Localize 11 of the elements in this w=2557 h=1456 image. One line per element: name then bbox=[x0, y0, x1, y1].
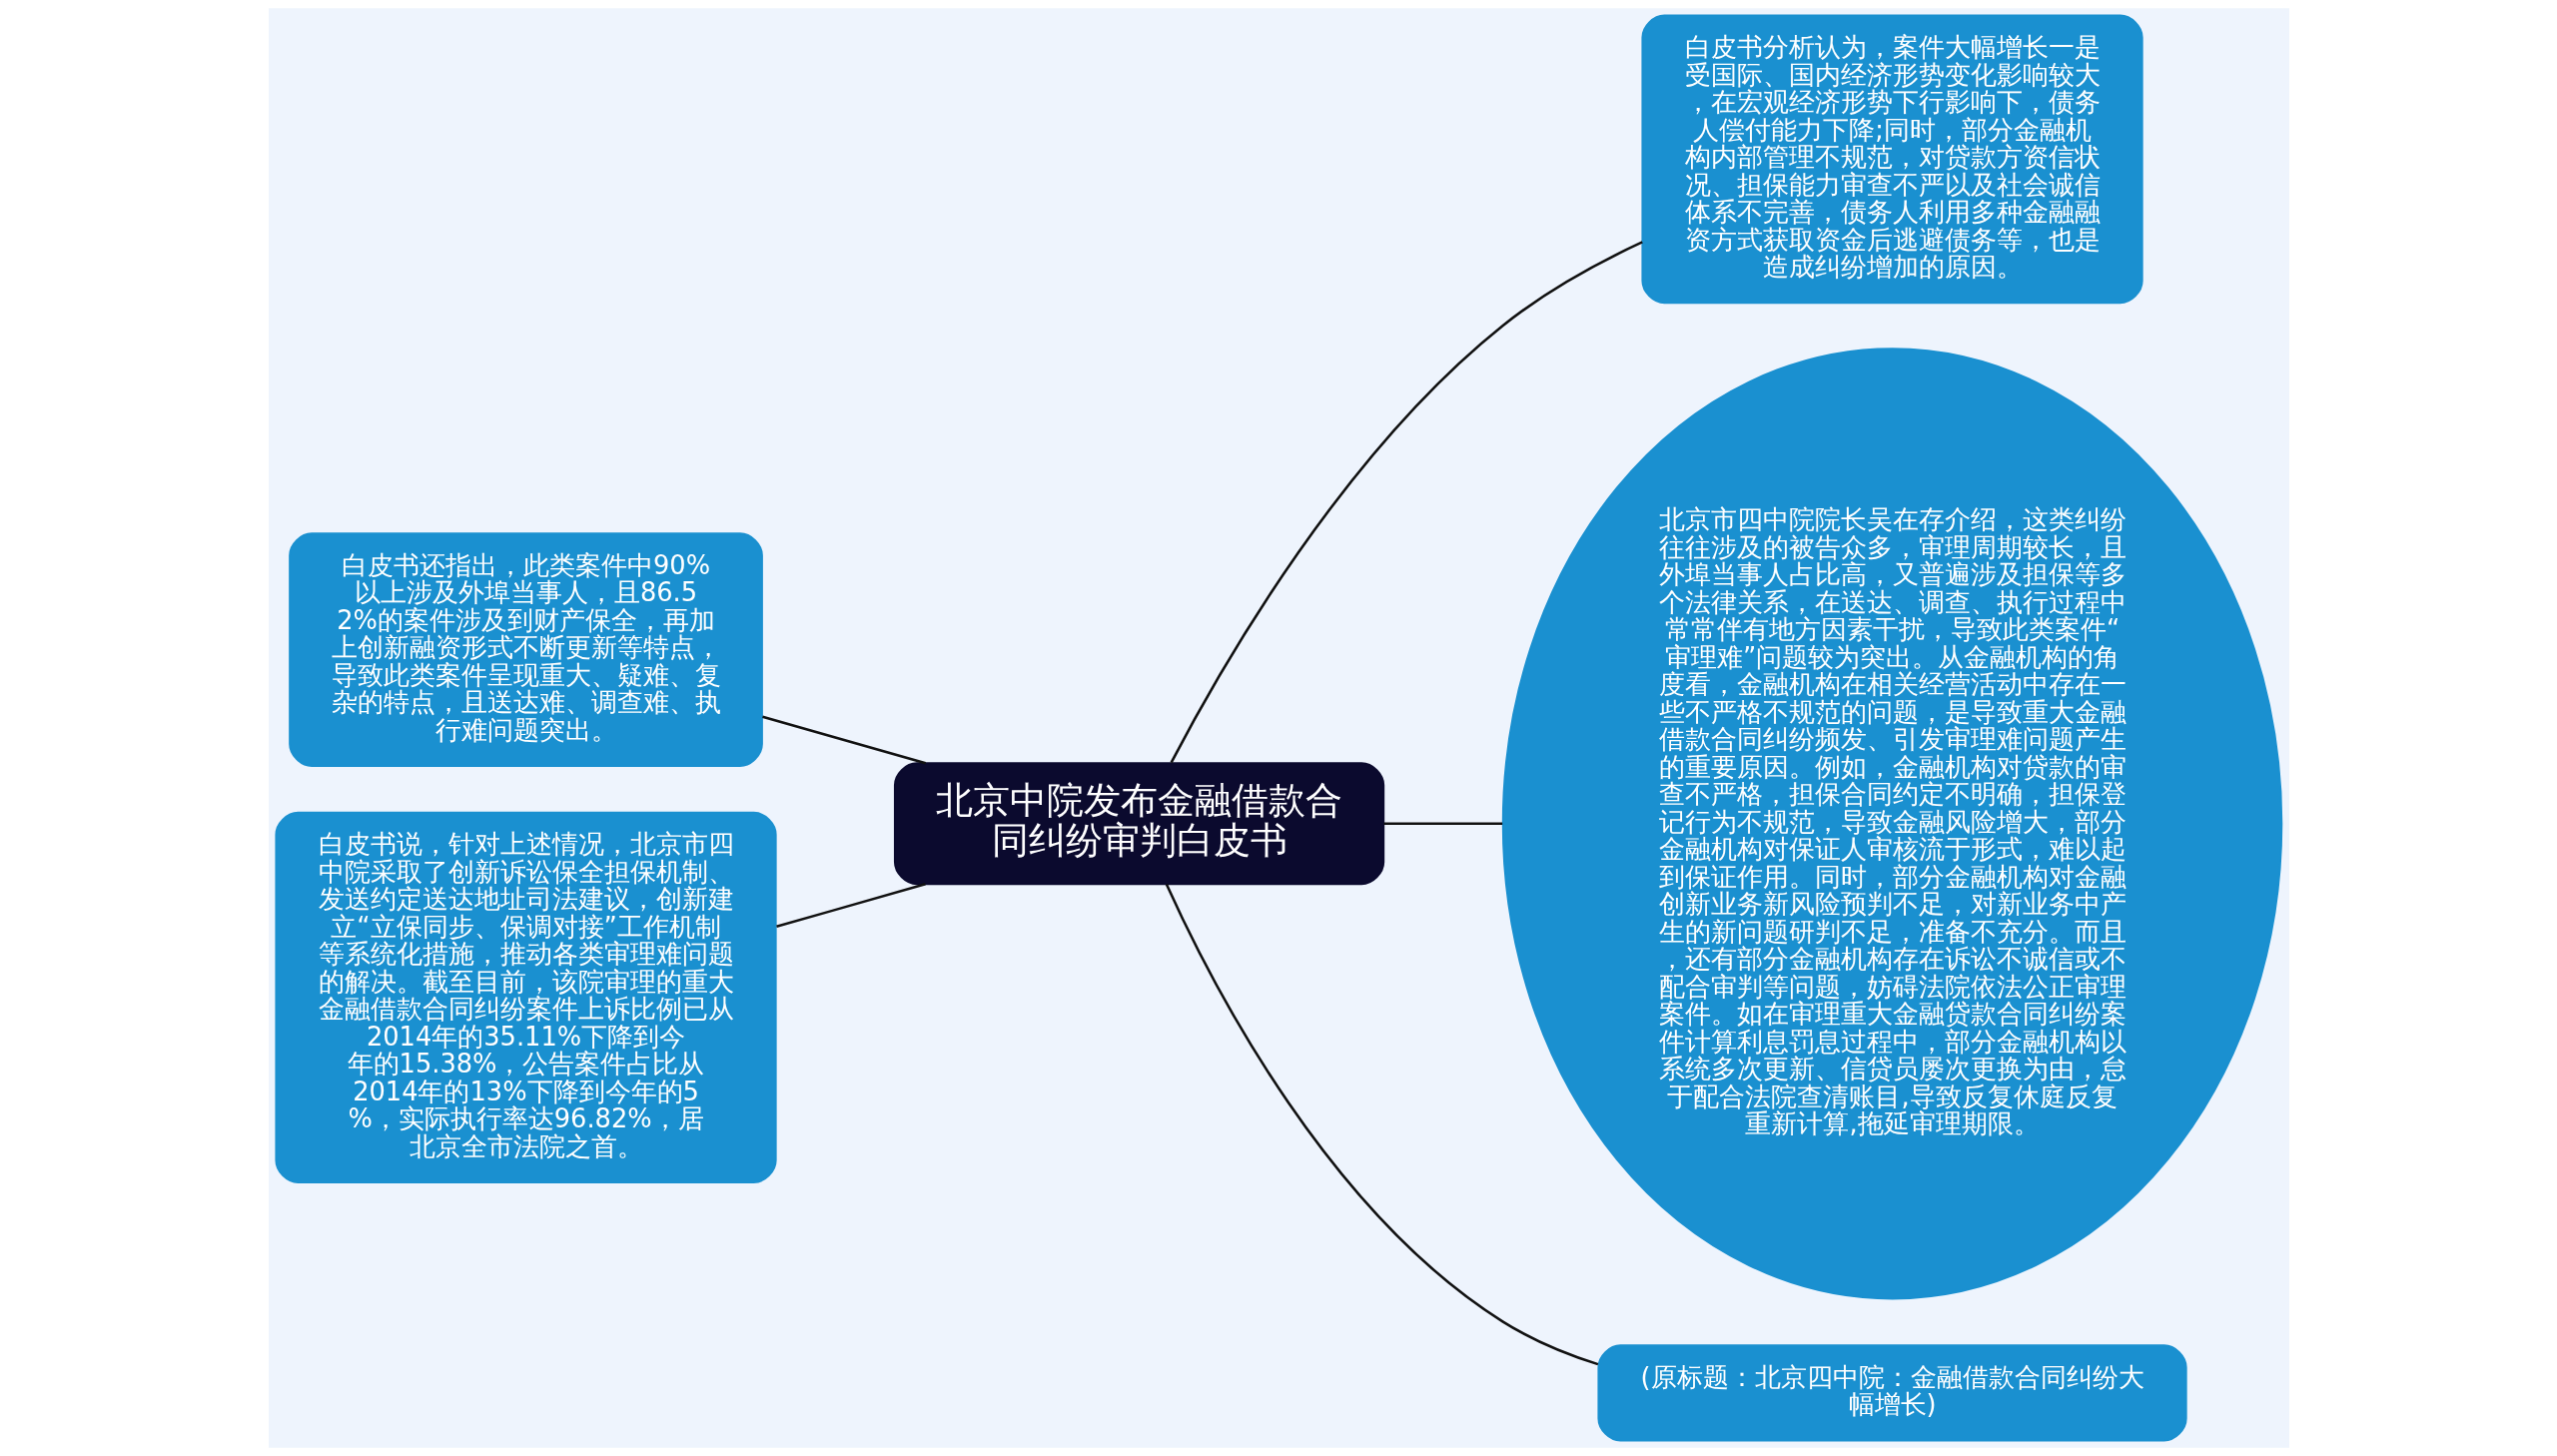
node-box: 白皮书说，针对上述情况，北京市四中院采取了创新诉讼保全担保机制、发送约定送达地址司法建议，创新建立“立保同步、保调对接”工作机制等系统化措施，推动各类审理难问题的解决。截至目前，该院审理的重大金融借款合同纠纷案件上诉比例已从2014年的35.11%下降到今年的15.38%，公告案件占比从2014年的13%下降到今年的5%，实际执行率达96.82%，居北京全市法院之首。 bbox=[274, 811, 777, 1183]
connector bbox=[1165, 883, 1598, 1366]
connector bbox=[775, 883, 926, 929]
connector bbox=[1170, 241, 1643, 764]
node-box: 白皮书分析认为，案件大幅增长一是受国际、国内经济形势变化影响较大，在宏观经济形势下行影响下，债务人偿付能力下降;同时，部分金融机构内部管理不规范，对贷款方资信状况、担保能力审查不严以及社会诚信体系不完善，债务人利用多种金融融资方式获取资金后逃避债务等，也是造成纠纷增加的原因。 bbox=[1640, 14, 2143, 305]
node-ellipse: 北京市四中院院长吴在存介绍，这类纠纷往往涉及的被告众多，审理周期较长，且外埠当事人占比高，又普遍涉及担保等多个法律关系，在送达、调查、执行过程中常常伴有地方因素干扰，导致此类案件“审理难”问题较为突出。从金融机构的角度看，金融机构在相关经营活动中存在一些不严格不规范的问题，是导致重大金融借款合同纠纷频发、引发审理难问题产生的重要原因。例如，金融机构对贷款的审查不严格，担保合同约定不明确，担保登记行为不规范，导致金融风险增大，部分金融机构对保证人审核流于形式，难以起到保证作用。同时，部分金融机构对金融创新业务新风险预判不足，对新业务中产生的新问题研判不足，准备不充分。而且，还有部分金融机构存在诉讼不诚信或不配合审判等问题，妨碍法院依法公正审理案件。如在审理重大金融贷款合同纠纷案件计算利息罚息过程中，部分金融机构以系统多次更新、信贷员屡次更换为由，怠于配合法院查清账目,导致反复休庭反复重新计算,拖延审理期限。 bbox=[1501, 348, 2282, 1300]
node-box: 白皮书还指出，此类案件中90%以上涉及外埠当事人，且86.52%的案件涉及到财产保全，再加上创新融资形式不断更新等特点，导致此类案件呈现重大、疑难、复杂的特点，且送达难、调查难、执行难问题突出。 bbox=[288, 532, 763, 767]
node-box: (原标题：北京四中院：金融借款合同纠纷大幅增长) bbox=[1596, 1344, 2187, 1442]
node-box: 北京中院发布金融借款合同纠纷审判白皮书 bbox=[893, 762, 1384, 886]
connector bbox=[761, 715, 926, 765]
connector bbox=[1383, 822, 1502, 826]
